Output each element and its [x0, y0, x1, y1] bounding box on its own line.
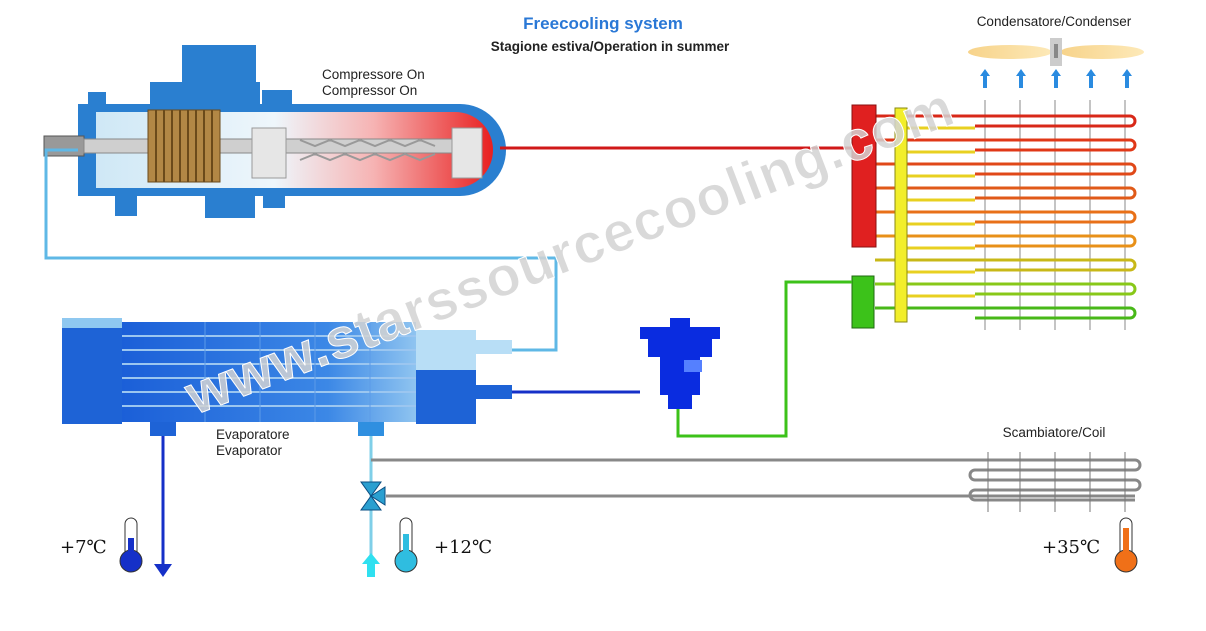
expansion-valve-icon	[640, 318, 720, 409]
condenser-coil	[875, 100, 1137, 330]
temp-inlet: +12℃	[434, 537, 492, 558]
evaporator-label-en: Evaporator	[216, 443, 283, 458]
evaporator-label-it: Evaporatore	[216, 427, 290, 442]
condenser-mid-header	[894, 107, 908, 323]
thermometer-ambient-icon	[1114, 517, 1138, 573]
coil-label: Scambiatore/Coil	[1003, 425, 1106, 440]
compressor-label-en: Compressor On	[322, 83, 417, 98]
diagram-subtitle: Stagione estiva/Operation in summer	[491, 39, 730, 54]
freecooling-coil	[371, 452, 1142, 512]
suction-line	[44, 148, 558, 352]
three-way-valve-icon	[360, 481, 386, 511]
condenser-liquid-header	[851, 275, 875, 329]
temp-ambient: +35℃	[1042, 537, 1100, 558]
water-inlet-arrow-icon	[362, 553, 380, 577]
diagram-title: Freecooling system	[523, 14, 683, 33]
liquid-line	[676, 280, 852, 438]
condenser-label: Condensatore/Condenser	[977, 14, 1132, 29]
compressor-label-it: Compressore On	[322, 67, 425, 82]
condenser-fan-icon	[968, 38, 1144, 66]
compressor	[43, 45, 506, 218]
temp-outlet: +7℃	[60, 537, 107, 558]
condenser-hot-header	[851, 104, 877, 248]
airflow-arrows	[980, 69, 1132, 88]
evaporator	[62, 318, 512, 436]
thermometer-outlet-icon	[119, 517, 143, 573]
water-outlet-arrow-icon	[154, 564, 172, 577]
thermometer-inlet-icon	[394, 517, 418, 573]
